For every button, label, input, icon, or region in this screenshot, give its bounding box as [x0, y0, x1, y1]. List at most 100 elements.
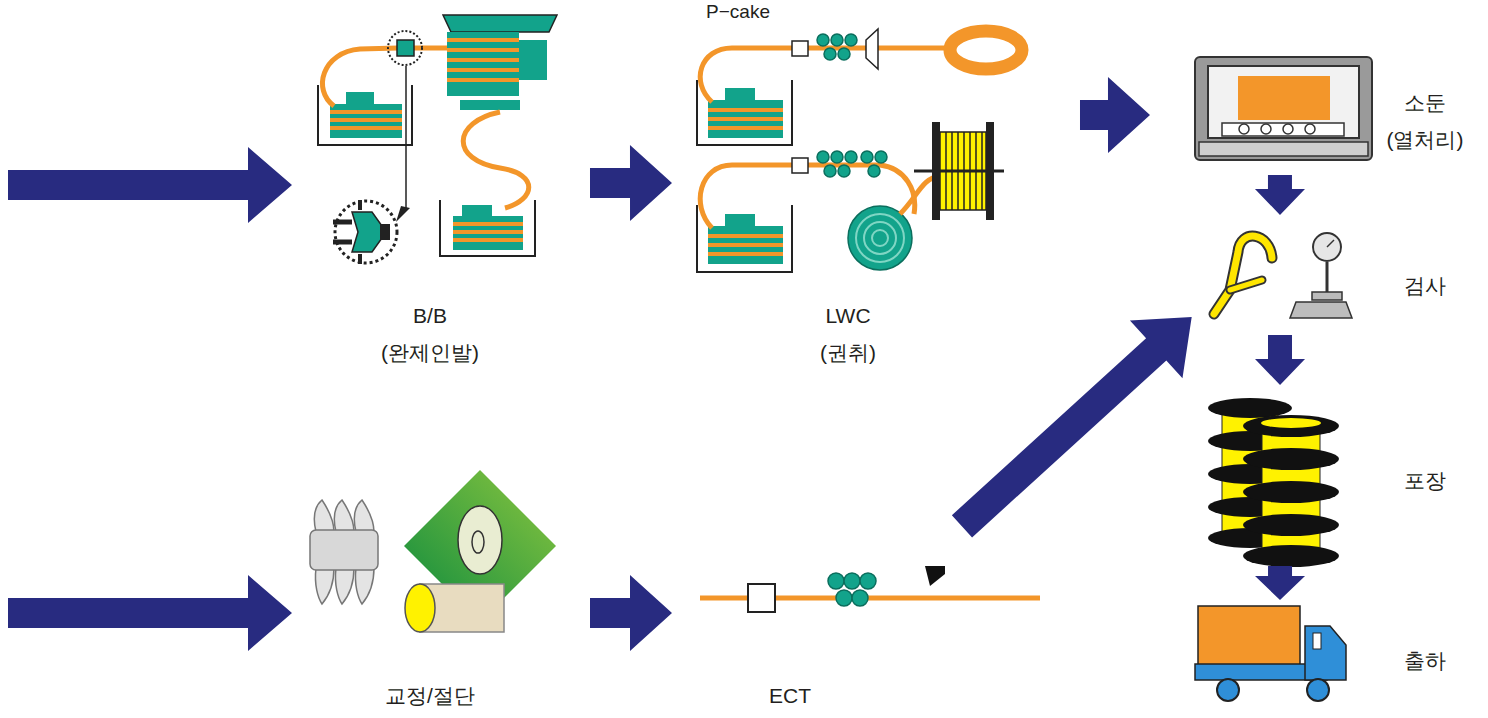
drawing-machine [388, 31, 422, 65]
winding-machine [824, 165, 836, 177]
furnace [1261, 124, 1271, 134]
inspection-tools [1327, 240, 1334, 247]
winding-machine [708, 226, 783, 264]
winding-machine [866, 29, 878, 69]
eddy-current-tester [860, 573, 876, 589]
winding-machine [950, 31, 1022, 69]
furnace [1199, 142, 1368, 156]
winding-machine [861, 151, 873, 163]
process-step: B/B(완제인발) [305, 12, 557, 274]
step-caption: 교정/절단 [385, 682, 475, 709]
eddy-current-tester [748, 584, 775, 612]
drawing-machine [460, 100, 520, 110]
flow-arrow [1255, 335, 1305, 385]
drawing-machine [352, 212, 382, 252]
inspection-tools [1214, 233, 1352, 318]
input-arrow [8, 575, 292, 651]
furnace [1195, 57, 1372, 160]
winding-machine [792, 158, 808, 173]
drawing-machine [453, 224, 523, 240]
winding-machine [856, 214, 904, 262]
drawing-machine [330, 126, 402, 130]
straightener-cutter [310, 530, 378, 570]
drawing-machine [447, 40, 519, 80]
winding-machine [845, 34, 857, 46]
input-arrow [8, 147, 292, 651]
winding-machine [817, 151, 829, 163]
process-step: 소둔(열처리) [1195, 55, 1372, 162]
packed-spools [1243, 415, 1339, 567]
packed-spools [1243, 514, 1339, 536]
winding-machine [845, 151, 857, 163]
packed-spools [1208, 398, 1339, 567]
drawing-machine [453, 230, 523, 234]
step-caption: 소둔(열처리) [1387, 89, 1464, 153]
winding-machine [831, 151, 843, 163]
process-step: LWC(권취) [692, 28, 1004, 278]
drawing-machine [318, 15, 557, 264]
drawing-machine [447, 48, 519, 52]
flow-arrow [590, 575, 672, 651]
winding-machine [725, 88, 755, 100]
process-step: 출하 [1192, 605, 1352, 703]
inspection-tools [1313, 233, 1341, 261]
step-name: LWC [825, 302, 870, 329]
drawing-machine [519, 40, 547, 80]
truck [1307, 679, 1329, 701]
inspection-tools [1214, 236, 1272, 314]
packed-spools [1243, 545, 1339, 567]
truck [1217, 679, 1239, 701]
drawing-machine [333, 220, 352, 225]
drawing-machine [330, 112, 402, 128]
straightener-cutter [314, 500, 334, 532]
winding-machine [697, 29, 1022, 272]
winding-machine [708, 100, 783, 138]
truck [1305, 626, 1346, 680]
step-name: 교정/절단 [385, 682, 475, 709]
inspection-tools [1214, 236, 1272, 314]
furnace [1208, 66, 1359, 138]
winding-machine [708, 234, 783, 238]
drawing-machine [397, 40, 414, 56]
process-step: 검사 [1205, 228, 1355, 323]
straightener-cutter [405, 584, 435, 632]
step-name: 소둔 [1404, 89, 1446, 116]
straightener-cutter [458, 506, 502, 574]
truck [1313, 633, 1321, 649]
drawing-machine [447, 68, 519, 72]
truck [1198, 606, 1300, 666]
drawing-machine [453, 216, 523, 250]
inspection-tools [1230, 280, 1262, 290]
inspection-tools [1312, 292, 1342, 300]
drawing-machine [333, 240, 352, 245]
drawing-machine [414, 46, 447, 51]
winding-machine [725, 214, 755, 226]
winding-machine [700, 48, 960, 102]
process-step: ECT [698, 560, 1043, 625]
winding-machine [792, 41, 808, 56]
step-caption: LWC(권취) [820, 302, 876, 366]
inspection-tools [1230, 280, 1262, 290]
winding-machine [864, 222, 896, 254]
winding-machine [848, 206, 912, 270]
straightener-cutter [334, 500, 354, 532]
drawing-machine [330, 118, 402, 122]
eddy-current-tester [844, 573, 860, 589]
winding-machine [831, 34, 843, 46]
step-caption: 출하 [1404, 647, 1446, 674]
drawing-machine [405, 66, 407, 208]
part-label: P−cake [706, 0, 770, 24]
process-step: 교정/절단 [303, 495, 558, 660]
furnace [1239, 124, 1249, 134]
drawing-machine [330, 110, 402, 114]
inspection-tools [1290, 302, 1352, 318]
furnace [1305, 124, 1315, 134]
drawing-machine [447, 38, 519, 42]
step-caption: 검사 [1404, 272, 1446, 299]
drawing-machine [358, 254, 362, 264]
winding-machine [697, 205, 792, 272]
step-caption: 포장 [1404, 467, 1446, 494]
drawing-machine [443, 15, 557, 32]
